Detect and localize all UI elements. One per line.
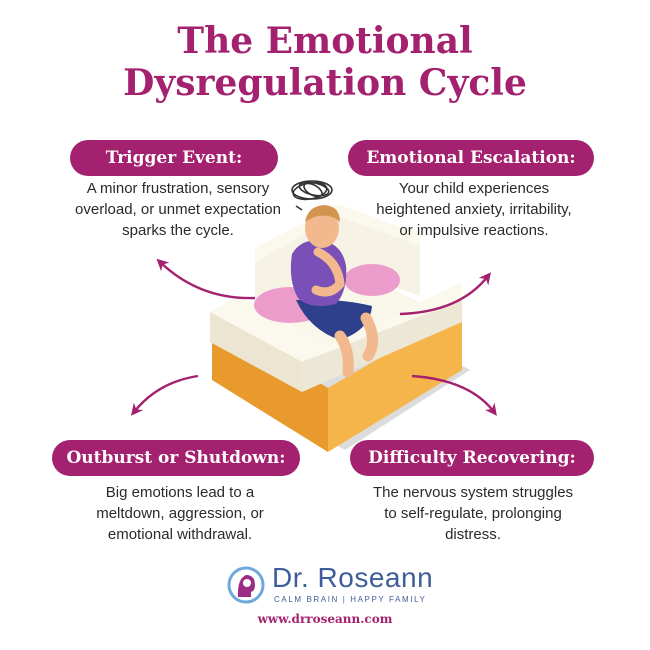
- child-hair: [305, 205, 340, 222]
- chair-left-arm-front: [210, 312, 302, 392]
- arrow-to-trigger: [156, 258, 256, 300]
- stage-heading-trigger: Trigger Event:: [70, 140, 278, 176]
- page-title-line-1: The Emotional: [177, 20, 473, 62]
- stage-text-trigger: A minor frustration, sensory overload, o…: [75, 180, 281, 239]
- brand-logo-icon: [227, 566, 265, 604]
- child-head: [305, 208, 339, 248]
- page-title-line-2: Dysregulation Cycle: [123, 62, 527, 104]
- chair-side-base: [328, 310, 462, 452]
- arrow-to-recovering: [411, 374, 497, 416]
- stage-text-recovering: The nervous system struggles to self-reg…: [372, 484, 574, 543]
- stage-text-escalation: Your child experiences heightened anxiet…: [376, 180, 572, 239]
- scribble-icon: [291, 180, 333, 211]
- pillow-pink-right: [344, 264, 400, 296]
- arrow-to-outburst: [131, 374, 199, 416]
- arrow-to-escalation: [399, 272, 491, 316]
- stage-text-outburst: Big emotions lead to a meltdown, aggress…: [96, 484, 264, 543]
- brand-tagline: CALM BRAIN | HAPPY FAMILY: [274, 595, 427, 604]
- brand-url-link[interactable]: www.drroseann.com: [257, 612, 393, 626]
- stage-heading-escalation: Emotional Escalation:: [348, 140, 594, 176]
- child-leg-left: [334, 330, 354, 378]
- chair-left-arm-top: [210, 296, 330, 362]
- brand-name: Dr. Roseann: [272, 562, 434, 593]
- stage-heading-outburst: Outburst or Shutdown:: [52, 440, 300, 476]
- child-shorts: [296, 299, 372, 340]
- child-leg-right: [360, 312, 378, 362]
- chair-right-arm-front: [302, 300, 462, 392]
- stage-heading-recovering: Difficulty Recovering:: [350, 440, 594, 476]
- child-arm: [311, 247, 345, 297]
